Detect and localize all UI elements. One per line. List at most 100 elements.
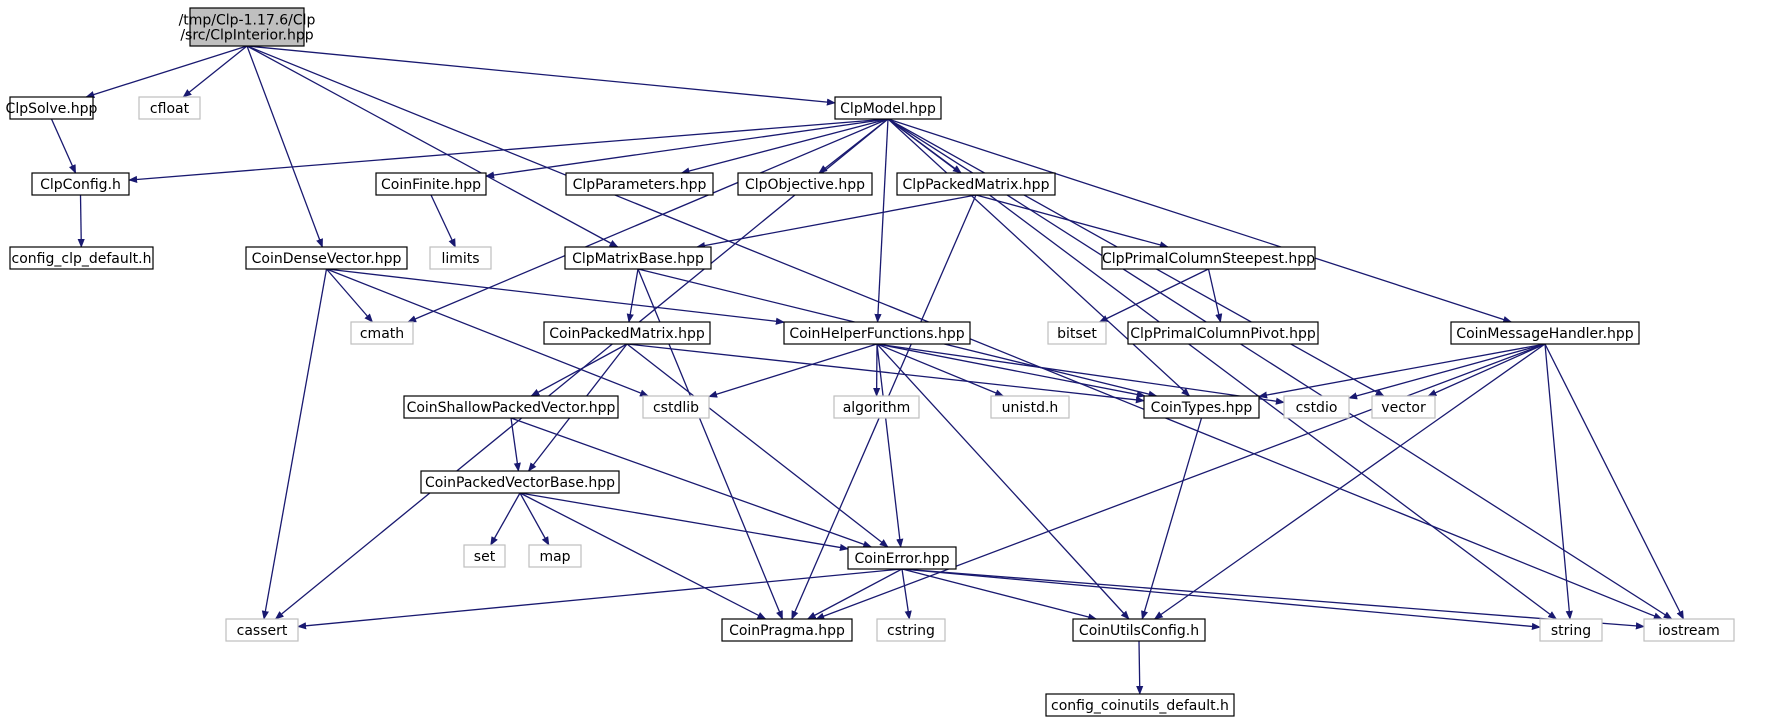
node-ClpPackedMatrix[interactable]: ClpPackedMatrix.hpp bbox=[896, 172, 1056, 196]
node-ClpMatrixBase-box bbox=[564, 246, 712, 270]
node-vector[interactable]: vector bbox=[1371, 395, 1436, 419]
node-CoinPackedMatrix-label: CoinPackedMatrix.hpp bbox=[549, 326, 705, 342]
node-string-label: string bbox=[1551, 623, 1591, 639]
node-ClpModel[interactable]: ClpModel.hpp bbox=[834, 96, 942, 120]
edge-ClpModel-to-ClpParameters bbox=[680, 118, 889, 175]
node-root-label: /src/ClpInterior.hpp bbox=[180, 28, 313, 44]
node-cassert[interactable]: cassert bbox=[225, 618, 299, 642]
edge-root-to-ClpSolve bbox=[85, 45, 248, 98]
node-ClpModel-label: ClpModel.hpp bbox=[840, 101, 936, 117]
node-ClpConfig-box bbox=[31, 172, 130, 196]
node-config_clp_default-box bbox=[9, 246, 154, 270]
edge-ClpSolve-to-ClpConfig bbox=[50, 118, 77, 174]
node-cstdio-label: cstdio bbox=[1296, 400, 1338, 416]
node-CoinPragma[interactable]: CoinPragma.hpp bbox=[721, 618, 853, 642]
node-config_coinutils_default[interactable]: config_coinutils_default.h bbox=[1045, 693, 1235, 717]
node-algorithm[interactable]: algorithm bbox=[833, 395, 920, 419]
node-config_coinutils_default-label: config_coinutils_default.h bbox=[1051, 698, 1229, 714]
node-set[interactable]: set bbox=[463, 544, 506, 568]
node-ClpParameters[interactable]: ClpParameters.hpp bbox=[565, 172, 714, 196]
edge-ClpModel-to-CoinMessageHandler bbox=[887, 118, 1513, 323]
node-CoinDenseVector-label: CoinDenseVector.hpp bbox=[252, 251, 402, 267]
node-root-label: /tmp/Clp-1.17.6/Clp bbox=[179, 13, 316, 29]
edges-layer bbox=[50, 45, 1685, 695]
node-bitset-box bbox=[1047, 321, 1107, 345]
edge-CoinShallowPackedVector-to-CoinPackedVectorBase bbox=[510, 417, 521, 472]
edge-CoinHelperFunctions-to-cstdlib bbox=[708, 343, 878, 398]
node-ClpSolve[interactable]: ClpSolve.hpp bbox=[6, 96, 98, 120]
edge-CoinMessageHandler-to-iostream bbox=[1544, 343, 1685, 620]
node-ClpModel-box bbox=[834, 96, 942, 120]
node-unistd[interactable]: unistd.h bbox=[990, 395, 1070, 419]
node-CoinError-label: CoinError.hpp bbox=[854, 551, 949, 567]
node-CoinMessageHandler[interactable]: CoinMessageHandler.hpp bbox=[1450, 321, 1640, 345]
node-algorithm-box bbox=[833, 395, 920, 419]
edge-CoinHelperFunctions-to-cstdio bbox=[876, 343, 1285, 405]
edge-CoinError-to-CoinUtilsConfig bbox=[901, 568, 1098, 621]
node-CoinShallowPackedVector[interactable]: CoinShallowPackedVector.hpp bbox=[403, 395, 619, 419]
node-CoinFinite[interactable]: CoinFinite.hpp bbox=[375, 172, 487, 196]
node-iostream-label: iostream bbox=[1658, 623, 1720, 639]
node-string[interactable]: string bbox=[1539, 618, 1603, 642]
edge-root-to-CoinDenseVector bbox=[246, 45, 323, 248]
node-CoinTypes-label: CoinTypes.hpp bbox=[1151, 400, 1253, 416]
node-cfloat[interactable]: cfloat bbox=[138, 96, 201, 120]
node-ClpPrimalColumnPivot-label: ClpPrimalColumnPivot.hpp bbox=[1130, 326, 1316, 342]
node-ClpObjective[interactable]: ClpObjective.hpp bbox=[737, 172, 873, 196]
node-cmath-label: cmath bbox=[360, 326, 404, 342]
edge-CoinMessageHandler-to-CoinUtilsConfig bbox=[1153, 343, 1546, 620]
node-CoinPackedMatrix[interactable]: CoinPackedMatrix.hpp bbox=[543, 321, 711, 345]
node-vector-label: vector bbox=[1381, 400, 1426, 416]
edge-CoinMessageHandler-to-cstdio bbox=[1348, 343, 1546, 400]
node-ClpMatrixBase[interactable]: ClpMatrixBase.hpp bbox=[564, 246, 712, 270]
edge-CoinError-to-iostream bbox=[901, 568, 1645, 630]
node-ClpPackedMatrix-box bbox=[896, 172, 1056, 196]
node-ClpSolve-box bbox=[9, 96, 94, 120]
node-iostream-box bbox=[1643, 618, 1735, 642]
node-root-box bbox=[189, 7, 305, 47]
node-cstdio[interactable]: cstdio bbox=[1283, 395, 1350, 419]
node-CoinPackedVectorBase[interactable]: CoinPackedVectorBase.hpp bbox=[420, 470, 620, 494]
node-string-box bbox=[1539, 618, 1603, 642]
node-CoinDenseVector[interactable]: CoinDenseVector.hpp bbox=[245, 246, 408, 270]
node-bitset[interactable]: bitset bbox=[1047, 321, 1107, 345]
node-cstring[interactable]: cstring bbox=[876, 618, 946, 642]
node-bitset-label: bitset bbox=[1057, 326, 1097, 342]
edge-CoinDenseVector-to-CoinHelperFunctions bbox=[326, 268, 785, 325]
edge-CoinMessageHandler-to-string bbox=[1544, 343, 1573, 620]
node-map[interactable]: map bbox=[528, 544, 582, 568]
node-CoinMessageHandler-box bbox=[1450, 321, 1640, 345]
node-root[interactable]: /tmp/Clp-1.17.6/Clp/src/ClpInterior.hpp bbox=[179, 7, 316, 47]
node-unistd-box bbox=[990, 395, 1070, 419]
node-ClpPrimalColumnPivot[interactable]: ClpPrimalColumnPivot.hpp bbox=[1127, 321, 1319, 345]
node-CoinPackedVectorBase-label: CoinPackedVectorBase.hpp bbox=[425, 475, 615, 491]
node-config_clp_default[interactable]: config_clp_default.h bbox=[9, 246, 154, 270]
edge-ClpModel-to-string bbox=[887, 118, 1558, 620]
node-map-box bbox=[528, 544, 582, 568]
node-ClpPrimalColumnSteepest[interactable]: ClpPrimalColumnSteepest.hpp bbox=[1101, 246, 1316, 270]
node-vector-box bbox=[1371, 395, 1436, 419]
node-iostream[interactable]: iostream bbox=[1643, 618, 1735, 642]
edge-CoinHelperFunctions-to-CoinTypes bbox=[876, 343, 1146, 398]
edge-CoinPackedMatrix-to-CoinShallowPackedVector bbox=[530, 343, 628, 397]
node-ClpConfig[interactable]: ClpConfig.h bbox=[31, 172, 130, 196]
node-CoinUtilsConfig[interactable]: CoinUtilsConfig.h bbox=[1072, 618, 1206, 642]
edge-CoinError-to-string bbox=[901, 568, 1541, 631]
node-limits-box bbox=[429, 246, 492, 270]
node-CoinTypes[interactable]: CoinTypes.hpp bbox=[1143, 395, 1260, 419]
node-cstdio-box bbox=[1283, 395, 1350, 419]
node-CoinHelperFunctions[interactable]: CoinHelperFunctions.hpp bbox=[783, 321, 971, 345]
node-ClpSolve-label: ClpSolve.hpp bbox=[6, 101, 98, 117]
node-CoinError[interactable]: CoinError.hpp bbox=[847, 546, 957, 570]
edge-ClpModel-to-ClpConfig bbox=[128, 118, 889, 184]
node-cmath[interactable]: cmath bbox=[350, 321, 414, 345]
node-config_coinutils_default-box bbox=[1045, 693, 1235, 717]
edge-CoinPackedMatrix-to-CoinTypes bbox=[626, 343, 1145, 404]
node-CoinPragma-box bbox=[721, 618, 853, 642]
edge-root-to-cfloat bbox=[182, 45, 248, 98]
edge-ClpPackedMatrix-to-ClpMatrixBase bbox=[696, 194, 977, 250]
node-CoinHelperFunctions-label: CoinHelperFunctions.hpp bbox=[789, 326, 964, 342]
edge-ClpPrimalColumnSteepest-to-bitset bbox=[1098, 268, 1209, 323]
node-cstdlib[interactable]: cstdlib bbox=[642, 395, 710, 419]
node-limits[interactable]: limits bbox=[429, 246, 492, 270]
